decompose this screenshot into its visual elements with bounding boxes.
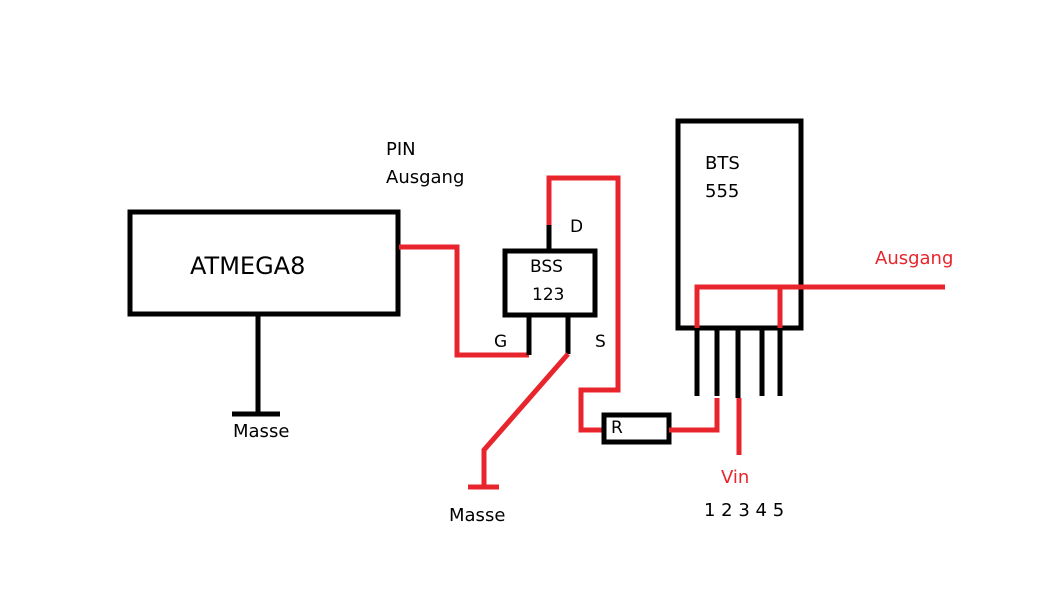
resistor-label: R [611, 418, 623, 438]
vin-label: Vin [721, 467, 750, 488]
bts-pin-numbers: 1 2 3 4 5 [704, 500, 785, 521]
atmega8-label: ATMEGA8 [190, 252, 306, 280]
source-ground-wire [481, 352, 570, 487]
output-bridge-wire [694, 284, 783, 328]
ground-label-mcu: Masse [233, 421, 290, 442]
ground-label-transistor: Masse [449, 505, 506, 526]
bss123-label-line2: 123 [532, 285, 565, 305]
resistor-to-pin2-wire [669, 398, 720, 433]
atmega8-box [127, 209, 401, 317]
drain-label: D [570, 217, 584, 237]
gate-wire [399, 244, 529, 358]
pin-output-label-line1: PIN [386, 139, 416, 160]
drain-wire [546, 175, 621, 433]
bts555-label-line2: 555 [705, 181, 740, 202]
source-label: S [595, 332, 606, 352]
pin-output-label-line2: Ausgang [386, 167, 465, 188]
output-label: Ausgang [875, 248, 954, 269]
bts555-label-line1: BTS [705, 153, 740, 174]
bss123-label-line1: BSS [530, 257, 563, 277]
gate-label: G [494, 332, 508, 352]
